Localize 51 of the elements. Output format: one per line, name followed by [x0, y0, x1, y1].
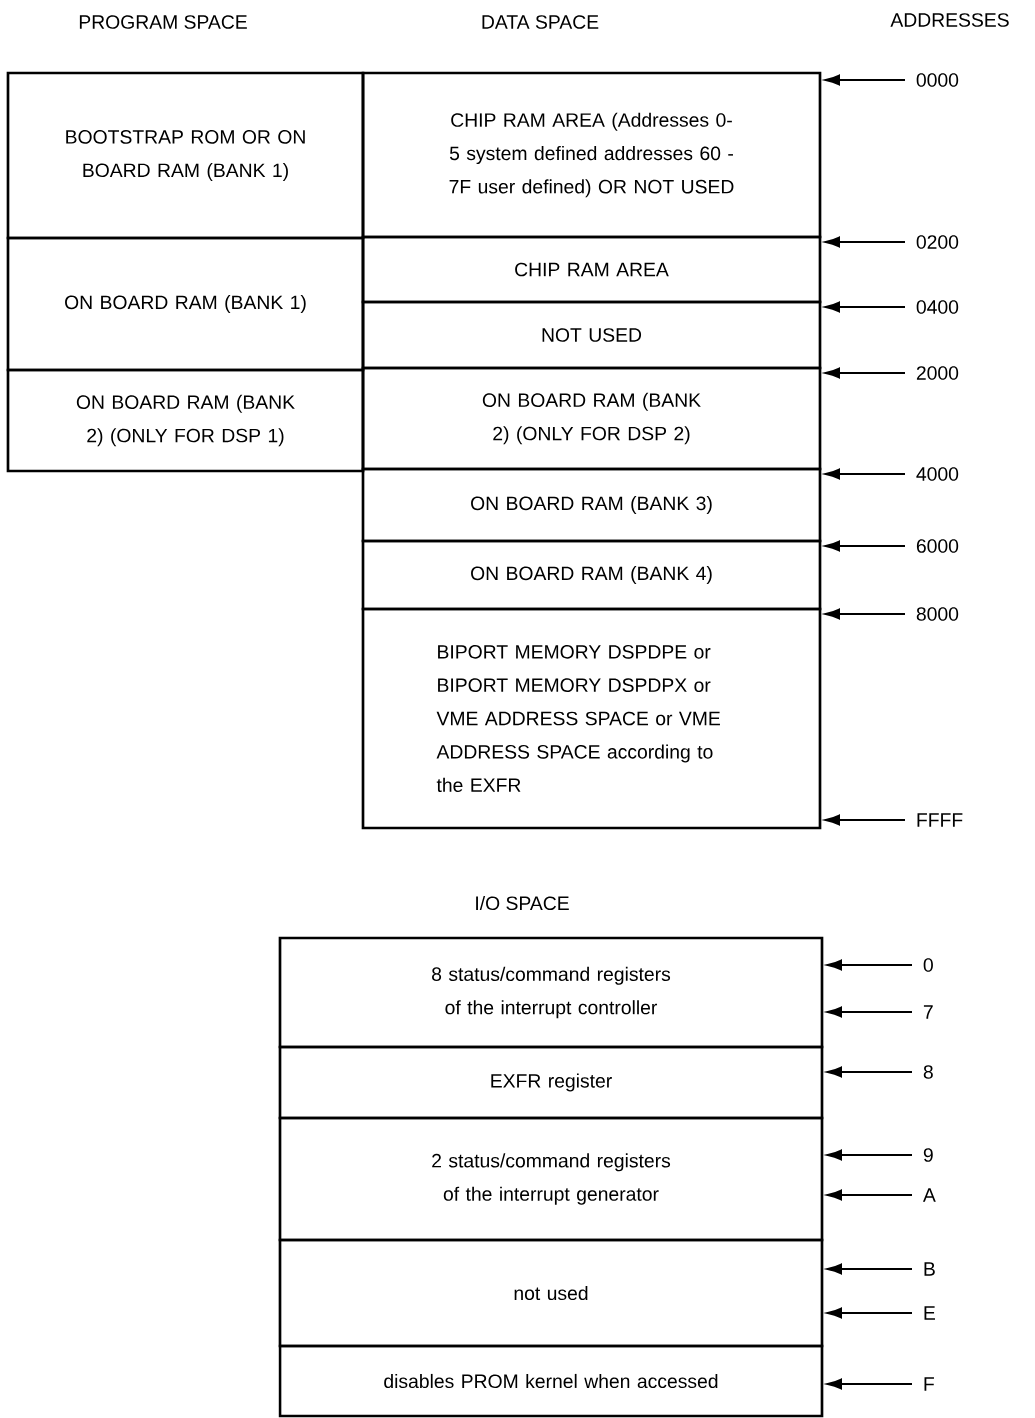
memory-box: ON BOARD RAM (BANK 1) [6, 236, 365, 372]
arrow [824, 608, 906, 620]
address-label: 8 [923, 1065, 933, 1079]
address-label: 0000 [916, 73, 959, 87]
memory-box: 2 status/command registers of the interrupt generator [278, 1116, 824, 1242]
address-label: 0200 [916, 235, 959, 249]
memory-box: 8 status/command registers of the interrupt controller [278, 936, 824, 1049]
arrow [826, 959, 913, 971]
memory-box: EXFR register [278, 1045, 824, 1120]
address-label: FFFF [917, 813, 963, 827]
address-label: B [924, 1262, 935, 1276]
arrow [824, 540, 906, 552]
memory-box: CHIP RAM AREA (Addresses 0-5 system defined addresses 60 - 7F user defined) OR NOT USED [361, 71, 822, 239]
memory-box: ON BOARD RAM (BANK 3) [361, 467, 822, 543]
arrow [824, 236, 906, 248]
arrow [824, 301, 906, 313]
arrow [826, 1066, 913, 1078]
memory-box: not used [278, 1238, 824, 1348]
arrow [826, 1307, 913, 1319]
arrow [824, 74, 906, 86]
heading: ADDRESSES [890, 13, 1009, 27]
arrow [824, 367, 906, 379]
memory-box: ON BOARD RAM (BANK 2) (ONLY FOR DSP 2) [361, 366, 822, 471]
arrow [826, 1149, 913, 1161]
arrow [826, 1263, 913, 1275]
address-label: 8000 [916, 607, 959, 621]
address-label: 6000 [916, 539, 959, 553]
heading: I/O SPACE [476, 895, 569, 911]
memory-box: ON BOARD RAM (BANK 4) [361, 539, 822, 611]
heading: DATA SPACE [482, 15, 599, 29]
address-label: E [924, 1306, 935, 1320]
address-label: 0 [923, 958, 933, 972]
address-label: F [924, 1377, 934, 1391]
arrow [826, 1378, 913, 1390]
arrow [826, 1189, 913, 1201]
arrow [824, 468, 906, 480]
address-label: 2000 [916, 366, 959, 380]
address-label: 4000 [916, 467, 959, 481]
memory-box: ON BOARD RAM (BANK 2) (ONLY FOR DSP 1) [6, 368, 365, 473]
address-label: 7 [923, 1005, 933, 1019]
arrow [824, 814, 906, 826]
memory-box: disables PROM kernel when accessed [278, 1344, 824, 1418]
memory-box: BIPORT MEMORY DSPDPE or BIPORT MEMORY DSPDPX or VME ADDRESS SPACE or VME ADDRESS SPACE according to the EXFR [361, 607, 822, 830]
address-label: A [922, 1188, 936, 1202]
address-label: 0400 [916, 300, 959, 314]
heading: PROGRAM SPACE [79, 15, 247, 29]
address-label: 9 [923, 1148, 933, 1162]
memory-box: BOOTSTRAP ROM OR ON BOARD RAM (BANK 1) [6, 71, 365, 240]
memory-box: NOT USED [361, 300, 822, 370]
memory-box: CHIP RAM AREA [361, 235, 822, 304]
arrow [826, 1006, 913, 1018]
